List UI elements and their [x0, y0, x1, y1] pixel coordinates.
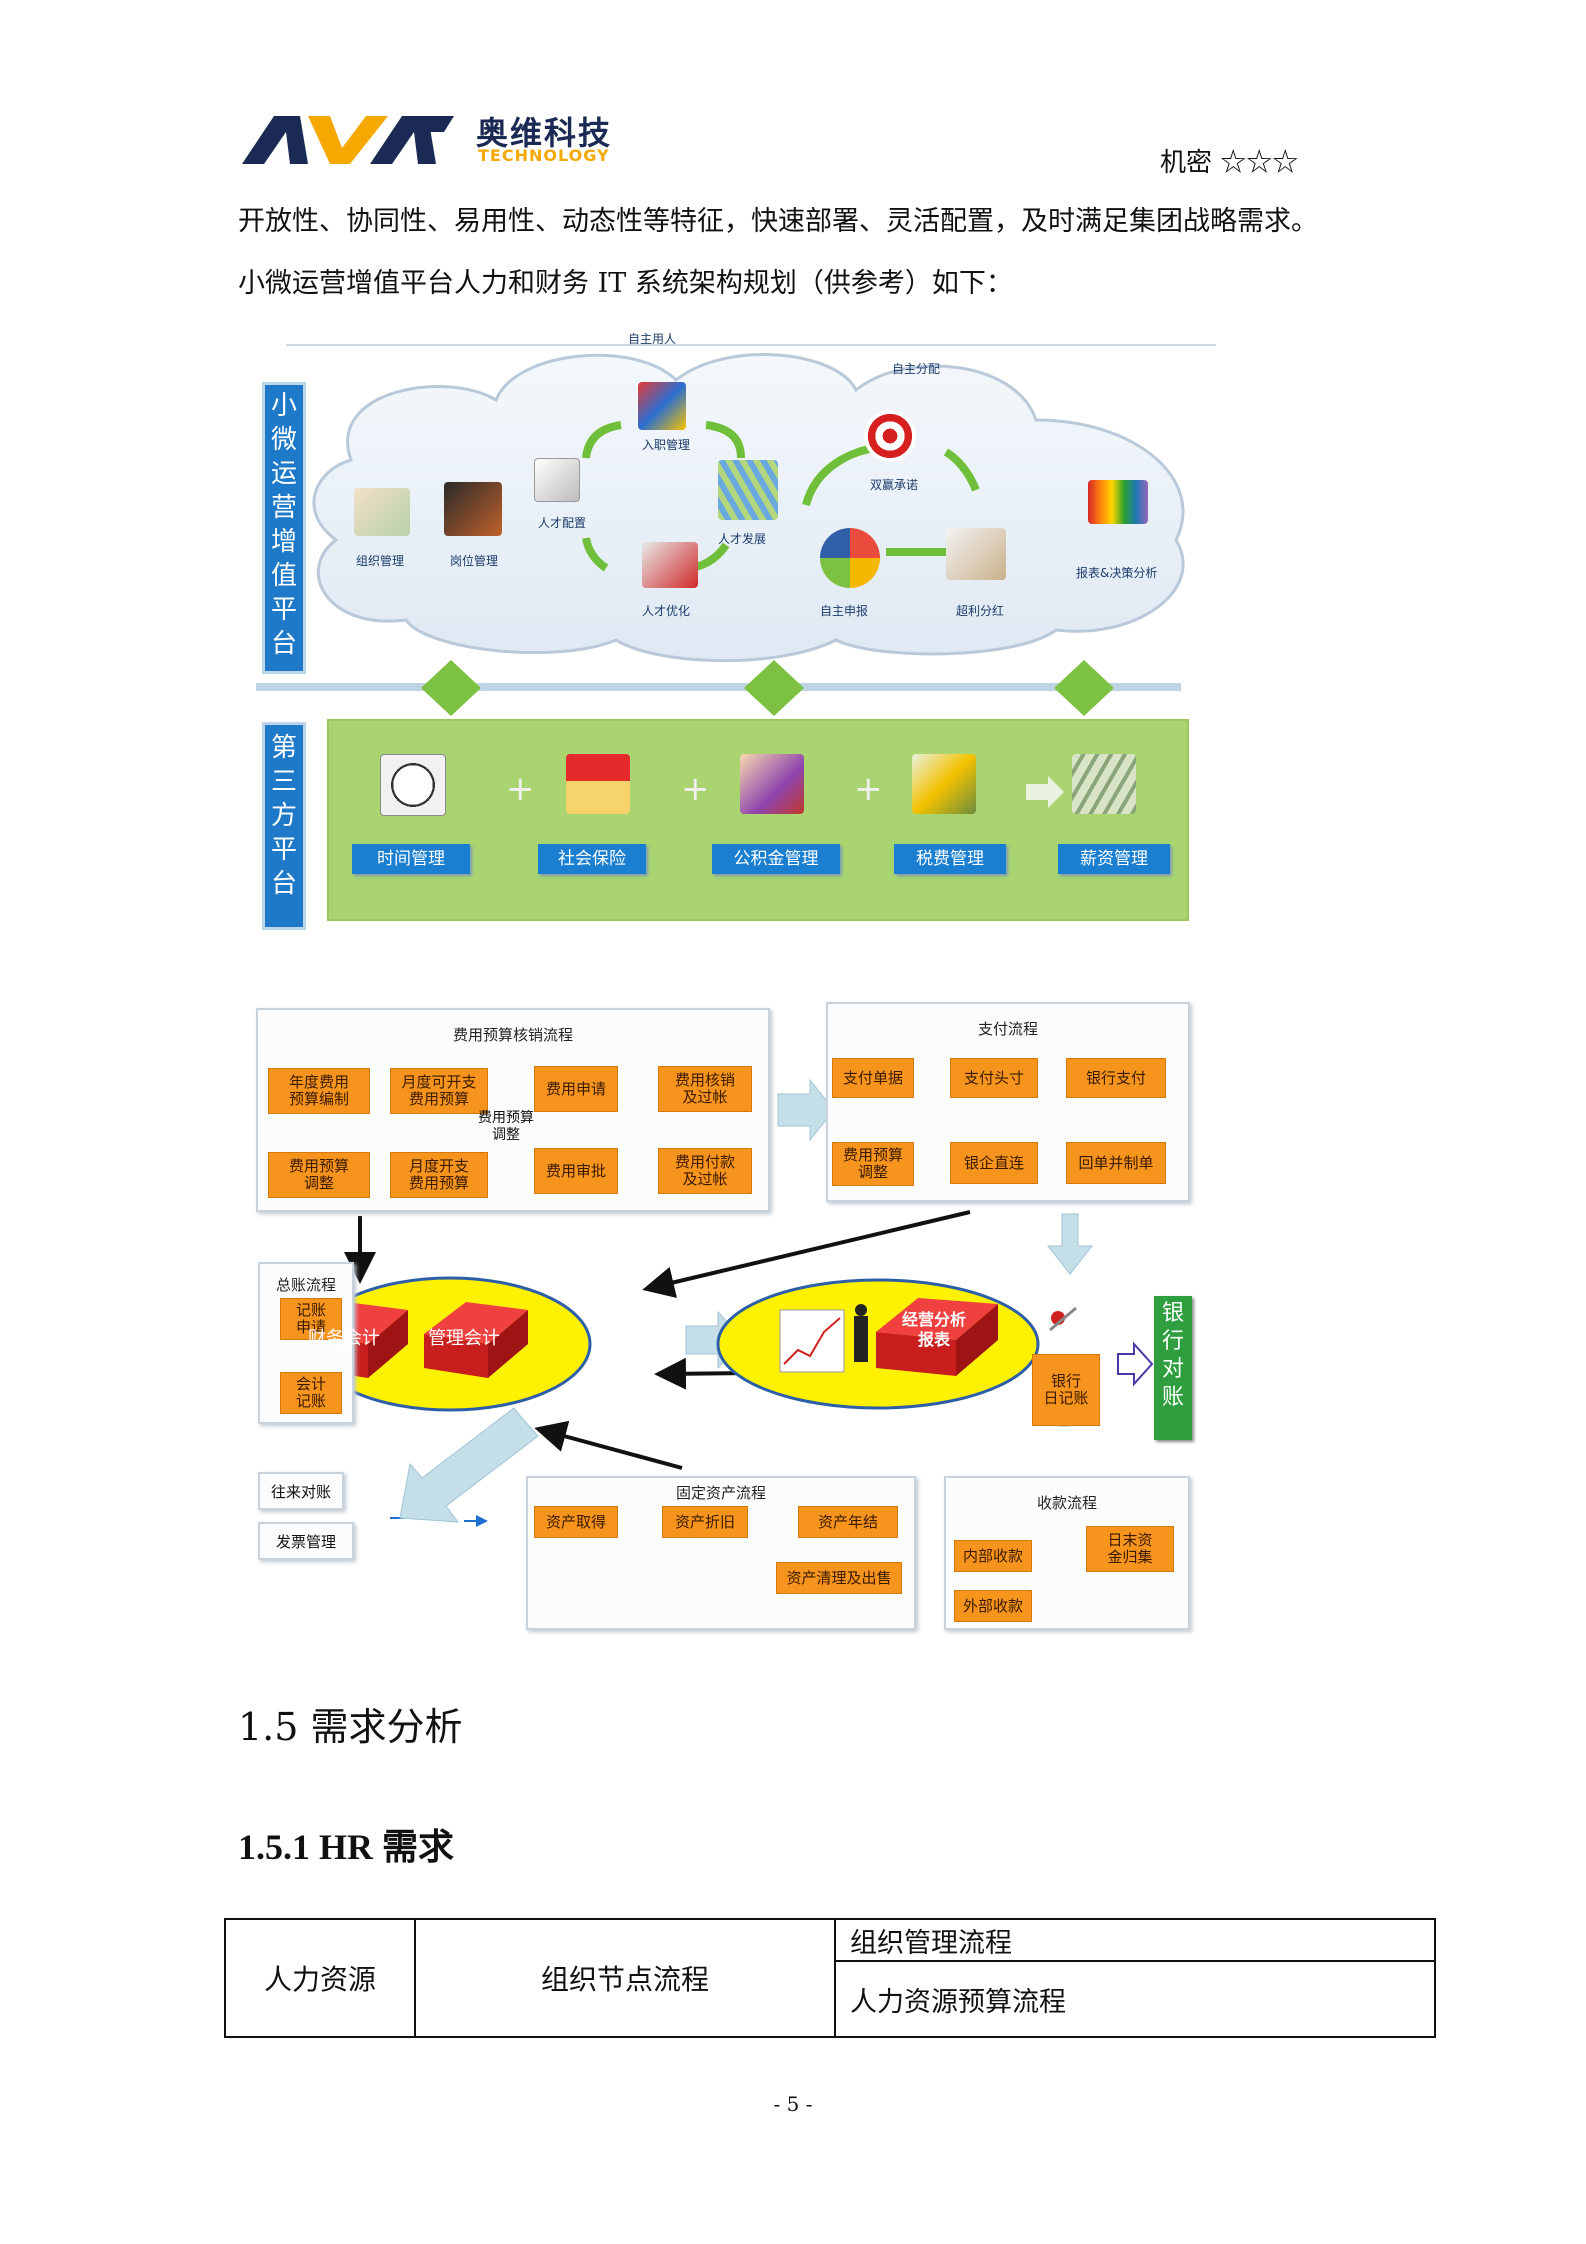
label-peizhi: 人才配置 [538, 516, 587, 530]
payment-box-budget-adjust: 费用预算 调整 [832, 1142, 914, 1186]
label-shenbao: 自主申报 [820, 604, 869, 618]
receipt-title: 收款流程 [1036, 1494, 1097, 1512]
salary-management-label: 薪资管理 [1058, 844, 1170, 874]
asset-box-depreciation: 资产折旧 [662, 1506, 748, 1538]
profit-bonus-icon [946, 528, 1006, 580]
ledger-box-apply: 记账 申请 [280, 1298, 342, 1340]
tax-management-label: 税费管理 [894, 844, 1006, 874]
receipt-box-external: 外部收款 [954, 1590, 1032, 1622]
payment-box-bank-pay: 银行支付 [1066, 1058, 1166, 1098]
expense-box-annual-budget: 年度费用 预算编制 [268, 1068, 370, 1114]
company-name-en: TECHNOLOGY [478, 146, 610, 165]
time-management-label: 时间管理 [352, 844, 470, 874]
expense-box-payment: 费用付款 及过帐 [658, 1148, 752, 1194]
financial-accounting-label: 财务会计 [308, 1328, 380, 1349]
tax-icon [912, 754, 976, 814]
table-cell-category: 人力资源 [224, 1918, 416, 2038]
report-chart-icon [1088, 480, 1148, 524]
platform-label-bottom: 第三方平台 [262, 722, 306, 930]
page-number: - 5 - [773, 2092, 813, 2116]
svg-text:+: + [854, 769, 883, 809]
section-heading-1-5: 1.5 需求分析 [238, 1705, 463, 1749]
expense-box-application: 费用申请 [534, 1066, 618, 1112]
org-management-icon [354, 488, 410, 536]
bank-recon-box: 银行对账 [1154, 1296, 1192, 1440]
ar-reconcile-box: 往来对账 [258, 1472, 344, 1510]
ava-logo-icon [242, 116, 454, 164]
payment-box-position: 支付头寸 [950, 1058, 1038, 1098]
label-gangwei: 岗位管理 [450, 554, 499, 568]
payment-process-title: 支付流程 [977, 1020, 1038, 1038]
talent-optimization-icon [642, 542, 698, 588]
receipt-box-daily-collect: 日末资 金归集 [1086, 1526, 1174, 1572]
table-cell-budget-process: 人力资源预算流程 [834, 1960, 1436, 2038]
bank-journal-box: 银行 日记账 [1032, 1354, 1100, 1426]
label-fenhong: 超利分红 [956, 604, 1005, 618]
social-insurance-label: 社会保险 [538, 844, 646, 874]
table-cell-org-process: 组织管理流程 [834, 1918, 1436, 1962]
label-zizhu-yongren: 自主用人 [628, 332, 677, 346]
payment-box-bank-direct: 银企直连 [950, 1142, 1038, 1184]
figure-hr-architecture: + + + 小微运营增值平台 第三方平台 自主用人 自主分配 组织管理 岗位管理… [256, 330, 1216, 930]
fixed-asset-title: 固定资产流程 [675, 1484, 766, 1502]
management-accounting-label: 管理会计 [428, 1328, 500, 1349]
section-heading-1-5-1: 1.5.1 HR 需求 [238, 1827, 455, 1867]
position-management-icon [444, 482, 502, 536]
asset-box-disposal: 资产清理及出售 [776, 1562, 902, 1594]
label-youhua: 人才优化 [642, 604, 691, 618]
table-cell-node: 组织节点流程 [414, 1918, 836, 2038]
ar-reconcile-label: 往来对账 [270, 1483, 331, 1501]
label-baobiao: 报表&决策分析 [1076, 566, 1158, 580]
svg-text:+: + [506, 769, 535, 809]
housing-fund-label: 公积金管理 [712, 844, 840, 874]
asset-box-year-end: 资产年结 [798, 1506, 898, 1538]
label-shuangying: 双赢承诺 [870, 478, 919, 492]
expense-box-approval: 费用审批 [534, 1148, 618, 1194]
label-fazhan: 人才发展 [718, 532, 767, 546]
ledger-process-title: 总账流程 [275, 1276, 336, 1294]
payment-box-document: 支付单据 [832, 1058, 914, 1098]
company-logo [238, 108, 458, 170]
confidential-label: 机密 ☆☆☆ [1160, 148, 1299, 178]
self-declare-icon [820, 528, 880, 588]
svg-text:+: + [681, 769, 710, 809]
win-win-target-icon [864, 410, 916, 462]
ledger-box-record: 会计 记账 [280, 1372, 342, 1414]
fixed-asset-frame: 固定资产流程 [526, 1476, 916, 1630]
expense-mid-label: 费用预算 调整 [478, 1110, 534, 1143]
expense-box-monthly-expense: 月度开支 费用预算 [390, 1152, 488, 1198]
receipt-box-internal: 内部收款 [954, 1540, 1032, 1572]
paragraph-2: 小微运营增值平台人力和财务 IT 系统架构规划（供参考）如下： [238, 268, 1013, 299]
expense-box-budget-adjust: 费用预算 调整 [268, 1152, 370, 1198]
expense-box-monthly-budget: 月度可开支 费用预算 [390, 1068, 488, 1114]
paragraph-1: 开放性、协同性、易用性、动态性等特征，快速部署、灵活配置，及时满足集团战略需求。 [238, 206, 1318, 237]
company-name-cn: 奥维科技 [476, 114, 613, 152]
umbrella-family-icon [566, 754, 630, 814]
talent-development-icon [718, 460, 778, 520]
label-ruzhi: 入职管理 [642, 438, 691, 452]
cash-icon [1072, 754, 1136, 814]
table-row: 人力资源预算流程 [225, 1960, 1436, 2038]
money-hand-icon [740, 754, 804, 814]
figure-finance-process: 费用预算核销流程 年度费用 预算编制 月度可开支 费用预算 费用申请 费用核销 … [250, 998, 1210, 1638]
expense-box-write-off: 费用核销 及过帐 [658, 1066, 752, 1112]
label-zuzhi: 组织管理 [356, 554, 405, 568]
business-report-label: 经营分析 报表 [901, 1310, 966, 1349]
invoice-mgmt-box: 发票管理 [258, 1522, 354, 1560]
onboarding-icon [638, 382, 686, 430]
platform-label-top: 小微运营增值平台 [262, 382, 306, 674]
hr-requirement-table: 人力资源 组织节点流程 组织管理流程 人力资源预算流程 [224, 1918, 1436, 2038]
expense-process-title: 费用预算核销流程 [452, 1026, 573, 1044]
invoice-mgmt-label: 发票管理 [275, 1533, 336, 1551]
asset-box-acquire: 资产取得 [534, 1506, 618, 1538]
clock-icon [380, 754, 446, 816]
table-row: 人力资源 组织节点流程 组织管理流程 [224, 1918, 1436, 2038]
payment-box-receipt: 回单并制单 [1066, 1142, 1166, 1184]
label-zizhu-fenpei: 自主分配 [892, 362, 941, 376]
talent-allocation-icon [534, 458, 580, 502]
fig1-background: + + + [256, 344, 1216, 921]
